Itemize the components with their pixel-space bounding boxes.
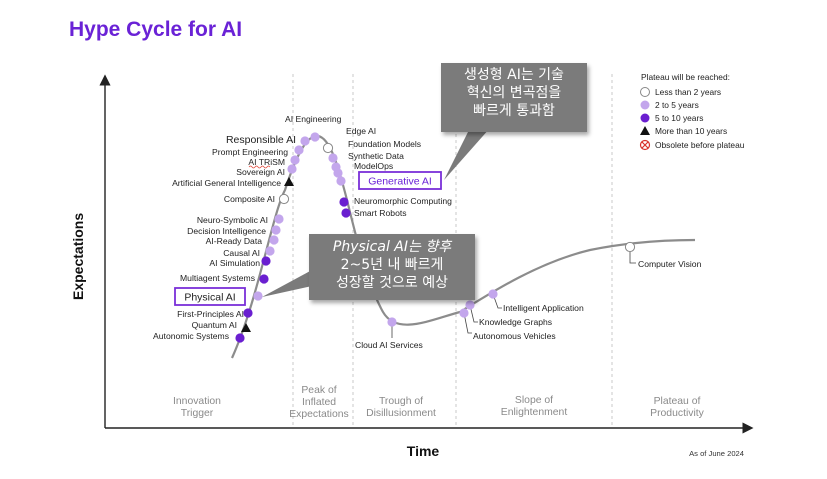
highlight-generative-ai[interactable]: Generative AI [358, 171, 442, 190]
tech-label: First-Principles AI [177, 309, 244, 319]
tech-label: Computer Vision [638, 259, 702, 269]
tech-marker-causal-ai[interactable] [265, 246, 275, 256]
tech-marker-decision-intelligence[interactable] [271, 225, 281, 235]
tech-marker-edge-ai[interactable] [322, 142, 334, 154]
tech-label: Artificial General Intelligence [172, 178, 281, 188]
tech-label: AI-Ready Data [206, 236, 263, 246]
tech-marker-autonomous-vehicles[interactable] [459, 308, 469, 318]
callout-line: 생성형 AI는 기술 [464, 67, 564, 83]
callout-line: Physical AI는 향후 [332, 239, 452, 255]
tech-marker-prompt-engineering[interactable] [294, 145, 304, 155]
tech-marker-physical-ai[interactable] [253, 291, 263, 301]
legend-marker-light-purple-circle [640, 100, 650, 110]
tech-label: Autonomous Vehicles [473, 331, 556, 341]
callout-generative-ai: 생성형 AI는 기술 혁신의 변곡점을 빠르게 통과함 [441, 63, 587, 132]
as-of-date: As of June 2024 [689, 449, 744, 458]
tech-label: AI TRiSM [248, 157, 285, 167]
y-axis-title: Expectations [70, 213, 86, 300]
tech-label: Autonomic Systems [153, 331, 229, 341]
callout-pointer [262, 270, 312, 297]
tech-label: Composite AI [224, 194, 275, 204]
tech-marker-intelligent-application[interactable] [488, 289, 498, 299]
tech-marker-agi[interactable] [284, 177, 294, 186]
tech-marker-ai-ready-data[interactable] [269, 235, 279, 245]
tech-label: Responsible AI [226, 134, 296, 146]
tech-label: ModelOps [354, 161, 393, 171]
legend-label: 5 to 10 years [655, 113, 703, 123]
tech-label: Decision Intelligence [187, 226, 266, 236]
technology-markers [235, 132, 636, 343]
tech-label: Edge AI [346, 126, 376, 136]
tech-label: Knowledge Graphs [479, 317, 552, 327]
tech-marker-computer-vision[interactable] [624, 241, 636, 253]
tech-marker-cloud-ai-services[interactable] [387, 317, 397, 327]
tech-label: Synthetic Data [348, 151, 404, 161]
legend-marker-triangle-icon [640, 126, 650, 135]
tech-marker-sovereign-ai[interactable] [287, 164, 297, 174]
tech-label: Prompt Engineering [212, 147, 288, 157]
tech-label-highlighted: Physical AI [184, 292, 235, 304]
tech-label: Sovereign AI [236, 167, 285, 177]
tech-marker-ai-trism[interactable] [290, 155, 300, 165]
legend: Plateau will be reached: Less than 2 yea… [639, 72, 745, 151]
tech-marker-ai-simulation[interactable] [261, 256, 271, 266]
tech-marker-knowledge-graphs[interactable] [465, 300, 475, 310]
tech-marker-ai-engineering[interactable] [310, 132, 320, 142]
tech-marker-foundation-models[interactable] [328, 153, 338, 163]
tech-marker-composite-ai[interactable] [278, 193, 290, 205]
tech-marker-neuro-symbolic-ai[interactable] [274, 214, 284, 224]
highlight-physical-ai[interactable]: Physical AI [174, 287, 246, 306]
callout-line: 혁신의 변곡점을 [466, 85, 562, 102]
callout-line: 빠르게 통과함 [473, 103, 555, 120]
tech-marker-generative-ai[interactable] [336, 176, 346, 186]
tech-label: Causal AI [223, 248, 260, 258]
legend-label: More than 10 years [655, 126, 727, 136]
legend-label: Less than 2 years [655, 87, 721, 97]
tech-label: AI Simulation [209, 258, 260, 268]
tech-marker-neuromorphic-computing[interactable] [339, 197, 349, 207]
tech-label: Multiagent Systems [180, 273, 255, 283]
tech-marker-responsible-ai[interactable] [300, 136, 310, 146]
tech-label: Quantum AI [192, 320, 237, 330]
tech-marker-modelops[interactable] [333, 168, 343, 178]
tech-marker-first-principles-ai[interactable] [243, 308, 253, 318]
legend-label: Obsolete before plateau [655, 140, 745, 150]
callout-pointer [444, 128, 490, 180]
tech-label: Neuromorphic Computing [354, 196, 452, 206]
technology-labels: Autonomic Systems Quantum AI First-Princ… [153, 114, 702, 350]
callout-physical-ai: Physical AI는 향후 2~5년 내 빠르게 성장할 것으로 예상 [309, 234, 475, 300]
legend-label: 2 to 5 years [655, 100, 699, 110]
tech-marker-multiagent-systems[interactable] [259, 274, 269, 284]
tech-label: Smart Robots [354, 208, 407, 218]
tech-label: AI Engineering [285, 114, 342, 124]
tech-label: Foundation Models [348, 139, 421, 149]
callout-line: 2~5년 내 빠르게 [340, 257, 444, 274]
x-axis-title: Time [407, 443, 440, 459]
callout-line: 성장할 것으로 예상 [336, 275, 448, 292]
tech-label: Neuro-Symbolic AI [197, 215, 268, 225]
legend-title: Plateau will be reached: [641, 72, 730, 82]
tech-marker-autonomic-systems[interactable] [235, 333, 245, 343]
tech-marker-quantum-ai[interactable] [241, 323, 251, 332]
obsolete-x-icon [639, 139, 651, 151]
tech-marker-smart-robots[interactable] [341, 208, 351, 218]
legend-marker-dark-purple-circle [640, 113, 650, 123]
tech-label: Intelligent Application [503, 303, 584, 313]
tech-label-highlighted: Generative AI [368, 176, 432, 188]
spellcheck-underline [248, 165, 271, 169]
tech-label: Cloud AI Services [355, 340, 423, 350]
chart-title: Hype Cycle for AI [69, 18, 243, 41]
legend-marker-white-circle [640, 87, 650, 97]
